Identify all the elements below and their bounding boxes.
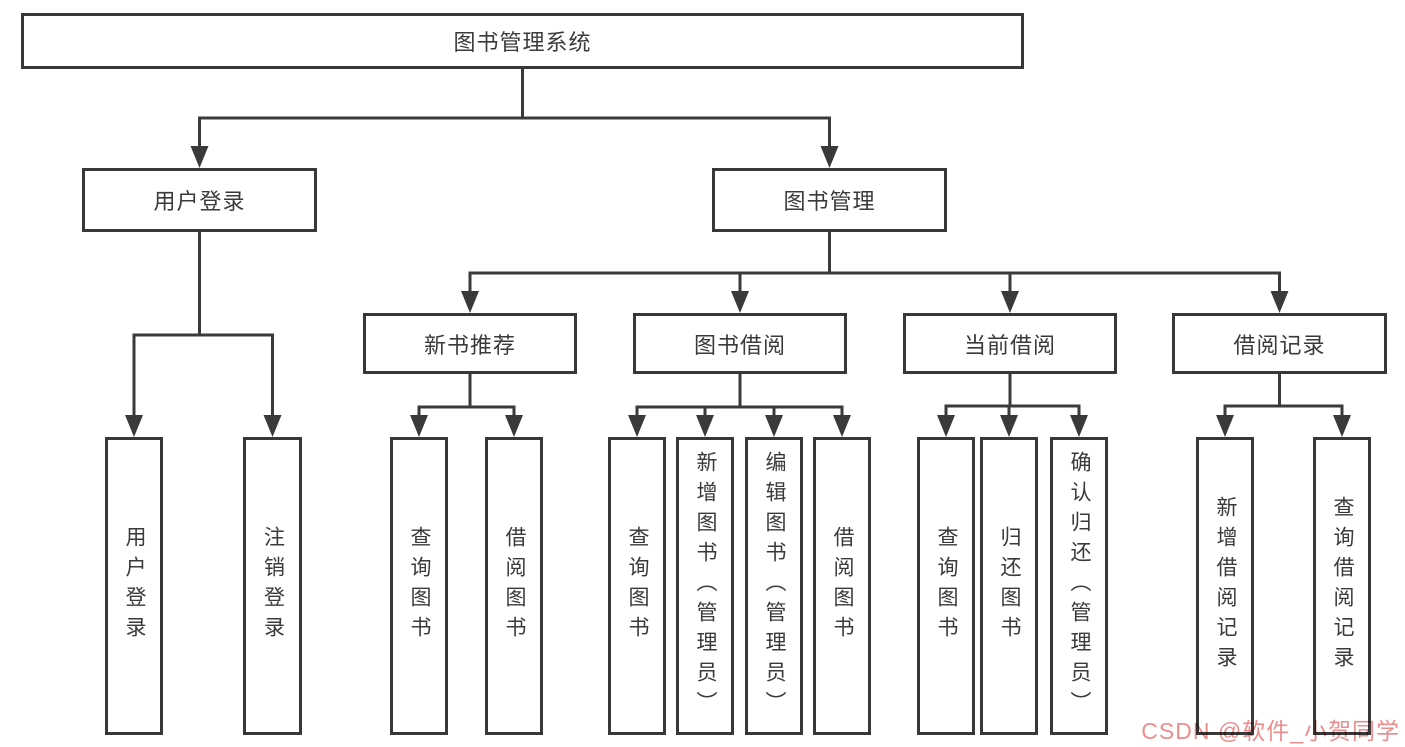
arrow-down-icon <box>505 415 523 437</box>
node-label: 归还图书 <box>998 526 1022 646</box>
node-book-mgmt: 图书管理 <box>712 168 947 232</box>
node-label: 新书推荐 <box>423 332 516 358</box>
arrow-down-icon <box>628 415 646 437</box>
node-label: 查询图书 <box>626 526 650 646</box>
node-root: 图书管理系统 <box>21 13 1024 69</box>
node-book-borrow: 图书借阅 <box>633 313 847 374</box>
node-new-book: 新书推荐 <box>363 313 577 374</box>
node-label: 查询图书 <box>935 526 959 646</box>
arrow-down-icon <box>937 415 955 437</box>
arrow-down-icon <box>1070 415 1088 437</box>
node-borrow-record: 借阅记录 <box>1172 313 1387 374</box>
node-label: 图书管理系统 <box>453 30 592 55</box>
node-nb-query: 查询图书 <box>390 437 448 735</box>
node-ul-login: 用户登录 <box>105 437 163 735</box>
arrow-down-icon <box>263 415 282 437</box>
node-user-login: 用户登录 <box>82 168 317 232</box>
node-label: 注销登录 <box>261 526 285 646</box>
node-bb-query: 查询图书 <box>608 437 666 735</box>
node-label: 查询借阅记录 <box>1331 496 1355 676</box>
node-bb-edit: 编辑图书（管理员） <box>745 437 803 735</box>
arrow-down-icon <box>410 415 428 437</box>
node-ul-logout: 注销登录 <box>243 437 302 735</box>
node-label: 图书借阅 <box>693 332 786 358</box>
node-label: 用户登录 <box>123 526 147 646</box>
arrow-down-icon <box>1270 291 1289 313</box>
node-label: 借阅图书 <box>503 526 527 646</box>
arrow-down-icon <box>731 291 749 313</box>
arrow-down-icon <box>461 291 479 313</box>
node-label: 新增借阅记录 <box>1214 496 1238 676</box>
arrow-down-icon <box>190 146 209 168</box>
node-bb-borrow: 借阅图书 <box>813 437 871 735</box>
arrow-down-icon <box>1001 291 1019 313</box>
node-label: 借阅记录 <box>1233 332 1326 358</box>
node-label: 当前借阅 <box>963 332 1056 358</box>
node-bb-add: 新增图书（管理员） <box>676 437 734 735</box>
arrow-down-icon <box>1216 415 1234 437</box>
node-br-add: 新增借阅记录 <box>1196 437 1254 735</box>
node-current-borrow: 当前借阅 <box>903 313 1117 374</box>
arrow-down-icon <box>1333 415 1351 437</box>
arrow-down-icon <box>696 415 714 437</box>
node-cb-return: 归还图书 <box>980 437 1038 735</box>
node-br-query: 查询借阅记录 <box>1313 437 1371 735</box>
arrow-down-icon <box>833 415 851 437</box>
node-label: 查询图书 <box>408 526 432 646</box>
node-cb-confirm: 确认归还（管理员） <box>1050 437 1108 735</box>
arrow-down-icon <box>765 415 783 437</box>
node-label: 图书管理 <box>783 189 876 214</box>
node-label: 编辑图书（管理员） <box>763 451 787 721</box>
node-label: 借阅图书 <box>831 526 855 646</box>
arrow-down-icon <box>1000 415 1018 437</box>
arrow-down-icon <box>820 146 839 168</box>
node-nb-borrow: 借阅图书 <box>485 437 543 735</box>
node-label: 用户登录 <box>153 189 246 214</box>
arrow-down-icon <box>125 415 143 437</box>
node-label: 确认归还（管理员） <box>1068 451 1092 721</box>
node-label: 新增图书（管理员） <box>694 451 718 721</box>
node-cb-query: 查询图书 <box>917 437 975 735</box>
